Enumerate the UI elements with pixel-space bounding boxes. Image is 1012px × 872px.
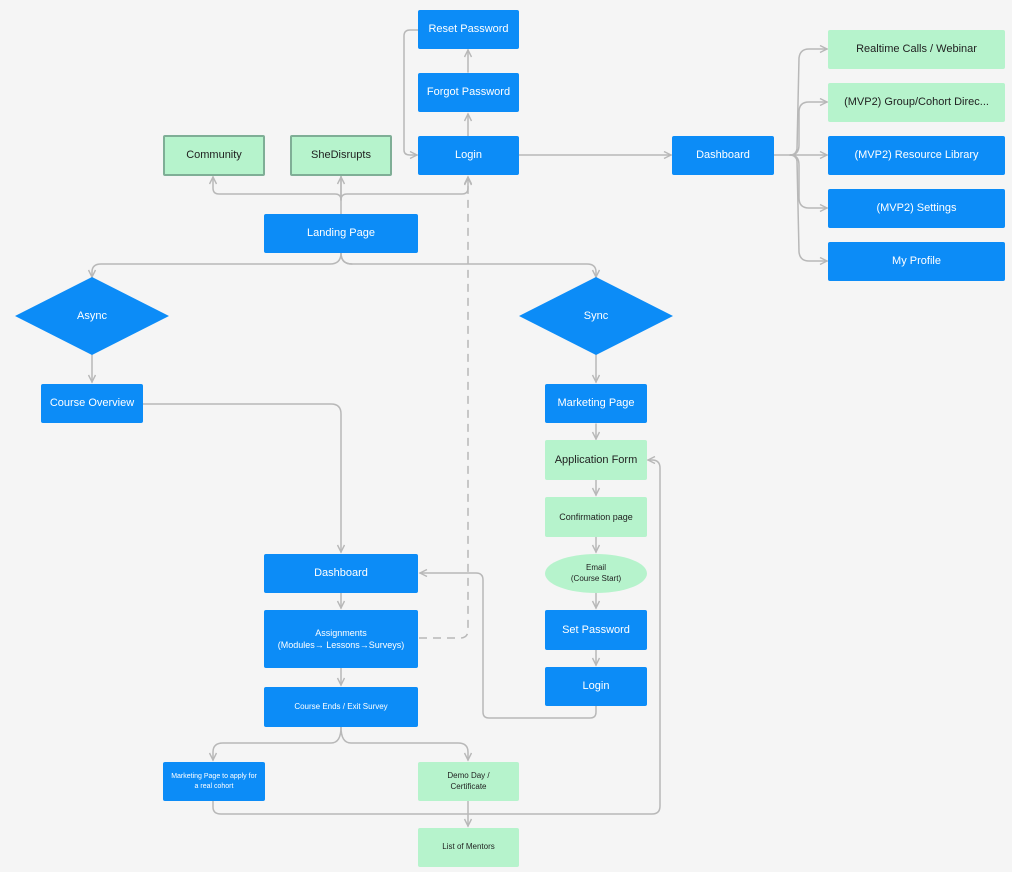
login-sync-node[interactable]: Login — [545, 667, 647, 706]
forgot-password-node[interactable]: Forgot Password — [418, 73, 519, 112]
login-node[interactable]: Login — [418, 136, 519, 175]
edge-synclogin-dashboard — [420, 573, 597, 719]
sync-decision[interactable]: Sync — [519, 277, 673, 355]
edge-landing-async — [92, 252, 342, 277]
async-decision[interactable]: Async — [15, 277, 169, 355]
edge-courseends-demoday — [340, 726, 468, 760]
settings-node[interactable]: (MVP2) Settings — [828, 189, 1005, 228]
group-directory-node[interactable]: (MVP2) Group/Cohort Direc... — [828, 83, 1005, 122]
reset-password-node[interactable]: Reset Password — [418, 10, 519, 49]
application-form-node[interactable]: Application Form — [545, 440, 647, 480]
marketing-page-node[interactable]: Marketing Page — [545, 384, 647, 423]
edge-landing-community — [213, 177, 342, 201]
edge-dash-settings — [789, 154, 827, 208]
async-diamond-shape — [15, 277, 169, 355]
course-ends-node[interactable]: Course Ends / Exit Survey — [264, 687, 418, 727]
demo-day-node[interactable]: Demo Day / Certificate — [418, 762, 519, 801]
async-label: Async — [77, 310, 107, 322]
edge-courseends-marketingapply — [213, 726, 342, 760]
edge-dash-group — [789, 102, 827, 156]
dashboard-course-node[interactable]: Dashboard — [264, 554, 418, 593]
sync-label: Sync — [583, 310, 609, 322]
resource-library-node[interactable]: (MVP2) Resource Library — [828, 136, 1005, 175]
list-of-mentors-node[interactable]: List of Mentors — [418, 828, 519, 867]
confirmation-page-node[interactable]: Confirmation page — [545, 497, 647, 537]
edge-apply-application — [212, 460, 661, 815]
set-password-node[interactable]: Set Password — [545, 610, 647, 650]
dashboard-main-node[interactable]: Dashboard — [672, 136, 774, 175]
edge-landing-sync — [340, 252, 596, 277]
realtime-calls-node[interactable]: Realtime Calls / Webinar — [828, 30, 1005, 69]
edge-dash-profile — [789, 154, 827, 261]
email-course-start-node[interactable]: Email (Course Start) — [545, 554, 647, 593]
landing-page-node[interactable]: Landing Page — [264, 214, 418, 253]
edge-assignments-login-dashed — [419, 178, 468, 639]
sync-diamond-shape — [519, 277, 673, 355]
assignments-node[interactable]: Assignments (Modules→ Lessons→Surveys) — [264, 610, 418, 668]
my-profile-node[interactable]: My Profile — [828, 242, 1005, 281]
edge-reset-login — [403, 29, 419, 155]
shedisrupts-node[interactable]: SheDisrupts — [290, 135, 392, 176]
course-overview-node[interactable]: Course Overview — [41, 384, 143, 423]
marketing-apply-node[interactable]: Marketing Page to apply for a real cohor… — [163, 762, 265, 801]
edge-overview-dashboard — [142, 403, 341, 552]
edge-landing-login — [340, 177, 468, 201]
community-node[interactable]: Community — [163, 135, 265, 176]
